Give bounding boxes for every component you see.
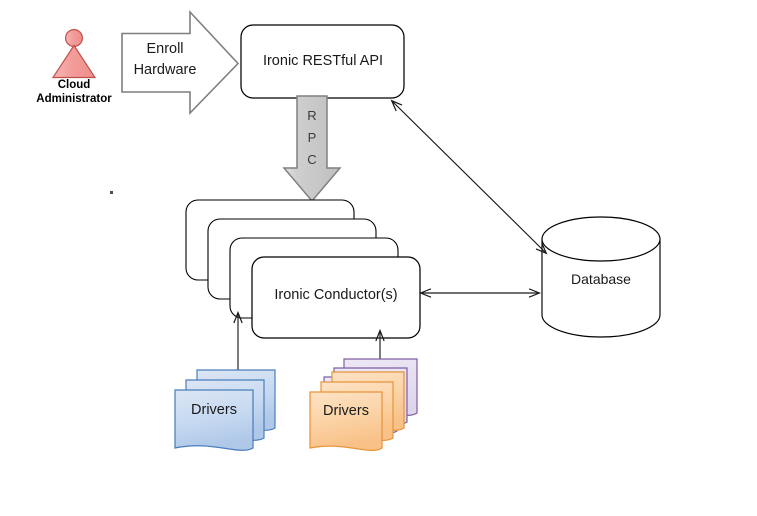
cloud-administrator-actor: [51, 29, 97, 79]
ironic-restful-api-box: [240, 24, 405, 99]
database-cylinder: [541, 216, 661, 338]
rpc-arrow: [282, 95, 342, 203]
connector-api-database: [392, 101, 546, 253]
enroll-hardware-arrow: [121, 9, 240, 115]
conductor-card-1: [251, 256, 421, 339]
actor-head-icon: [64, 29, 83, 47]
drivers-orange-card-1: [309, 391, 383, 452]
stray-dot-artifact: [110, 191, 113, 194]
drivers-blue-card-1: [174, 389, 254, 451]
drivers-blue-stack: [174, 369, 276, 451]
ironic-conductor-stack: [185, 199, 421, 339]
drivers-orange-stack: [309, 358, 418, 452]
actor-body-icon: [51, 44, 97, 79]
